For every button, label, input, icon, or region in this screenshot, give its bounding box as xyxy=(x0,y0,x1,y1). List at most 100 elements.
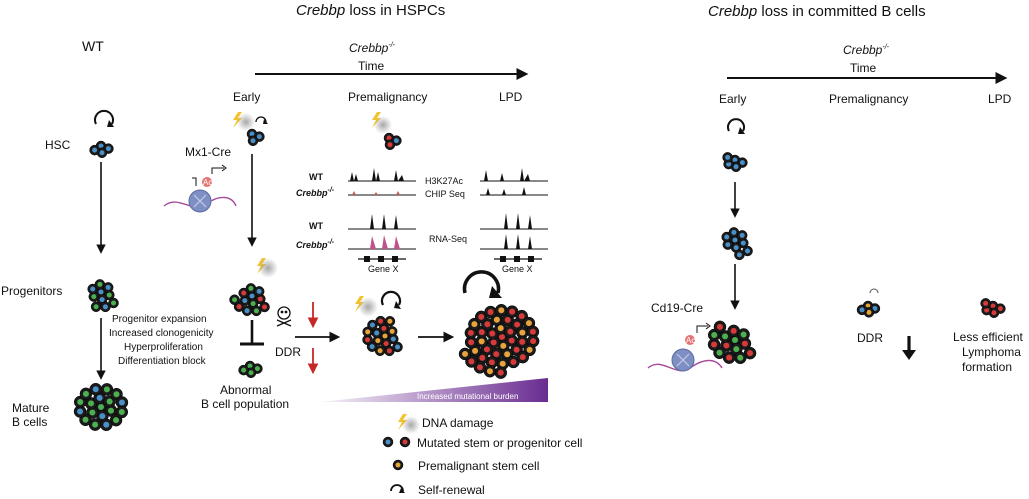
cell-nucleus xyxy=(730,327,737,334)
cell-nucleus xyxy=(991,310,997,316)
cell-nucleus xyxy=(739,160,745,166)
bcell-ddr-arrow-head xyxy=(902,350,916,360)
cell-nucleus xyxy=(479,354,486,361)
cell-nucleus xyxy=(519,329,526,336)
mx1-cre-label: Mx1-Cre xyxy=(185,145,232,159)
cell-nucleus xyxy=(250,138,256,144)
cell-nucleus xyxy=(726,161,732,167)
cell-nucleus xyxy=(747,350,754,357)
chip-method-label: CHIP Seq xyxy=(425,189,465,199)
cell-nucleus xyxy=(241,290,247,296)
hspc-stage-early: Early xyxy=(233,90,261,104)
cell-nucleus xyxy=(739,232,745,238)
bcell-premalignant-cluster xyxy=(856,300,881,318)
cell-nucleus xyxy=(98,289,104,295)
cell-nucleus xyxy=(77,398,84,405)
bcell-genotype: Crebbp-/- xyxy=(843,43,889,57)
cell-nucleus xyxy=(468,339,475,346)
cell-nucleus xyxy=(98,143,104,149)
cell-nucleus xyxy=(113,417,120,424)
cell-nucleus xyxy=(90,286,96,292)
cell-nucleus xyxy=(113,391,120,398)
self-renewal-icon xyxy=(727,118,745,134)
mature-label-1: Mature xyxy=(12,401,50,415)
nucleosome-icon xyxy=(647,322,723,372)
cell-nucleus xyxy=(519,338,526,345)
gene-model xyxy=(358,256,542,262)
cell-nucleus xyxy=(732,157,738,163)
cell-nucleus xyxy=(232,297,238,303)
cell-nucleus xyxy=(478,313,485,320)
outcome-line-2: Lymphoma xyxy=(962,345,1021,359)
cell-nucleus xyxy=(529,328,536,335)
cell-nucleus xyxy=(103,421,110,428)
cell-nucleus xyxy=(257,296,263,302)
bcell-late-cluster xyxy=(707,320,757,365)
cell-nucleus xyxy=(462,350,469,357)
outcome-line-3: formation xyxy=(962,360,1013,374)
cell-nucleus xyxy=(82,416,89,423)
cell-nucleus xyxy=(374,330,380,336)
cell-nucleus xyxy=(244,308,250,314)
cell-nucleus xyxy=(256,134,262,140)
chip-mark-label: H3K27Ac xyxy=(425,176,464,186)
cell-nucleus xyxy=(530,338,537,345)
rna-seq-tracks xyxy=(348,213,548,250)
cell-nucleus xyxy=(478,338,485,345)
cell-nucleus xyxy=(732,337,738,343)
cell-nucleus xyxy=(97,281,103,287)
cell-nucleus xyxy=(262,304,268,310)
hspc-title: Crebbp loss in HSPCs xyxy=(296,2,446,19)
cell-nucleus xyxy=(92,386,99,393)
cell-nucleus xyxy=(88,400,95,407)
cell-nucleus xyxy=(504,316,511,323)
cell-nucleus xyxy=(872,305,878,311)
cell-nucleus xyxy=(740,240,746,246)
cell-nucleus xyxy=(725,154,731,160)
legend-self-renewal: Self-renewal xyxy=(418,483,485,497)
cell-nucleus xyxy=(732,237,738,243)
damage-cloud xyxy=(358,297,378,317)
cell-nucleus xyxy=(387,318,393,324)
progenitor-cluster xyxy=(87,279,119,313)
cell-nucleus xyxy=(99,150,105,156)
cell-nucleus xyxy=(723,342,730,349)
mature-b-cell-cluster xyxy=(73,382,129,432)
bcell-stage-early: Early xyxy=(719,92,747,106)
cell-nucleus xyxy=(102,304,108,310)
skull-icon xyxy=(276,306,292,327)
cell-nucleus xyxy=(253,308,259,314)
cell-nucleus xyxy=(106,398,113,405)
cell-nucleus xyxy=(488,359,495,366)
cell-nucleus xyxy=(118,409,125,416)
cell-nucleus xyxy=(82,390,89,397)
cell-nucleus xyxy=(489,330,496,337)
cell-nucleus xyxy=(105,146,111,152)
phenotype-1: Progenitor expansion xyxy=(112,314,207,325)
cell-nucleus xyxy=(111,300,117,306)
premalignancy-early-cluster xyxy=(383,132,402,150)
bcell-time-label: Time xyxy=(850,61,877,75)
hspc-stage-premalignancy: Premalignancy xyxy=(348,90,428,104)
hspc-stage-lpd: LPD xyxy=(499,90,523,104)
hspc-early-cluster xyxy=(246,128,265,146)
cell-nucleus xyxy=(525,320,532,327)
cell-nucleus xyxy=(733,346,740,353)
phenotype-3: Hyperproliferation xyxy=(124,342,203,353)
cell-nucleus xyxy=(716,349,723,356)
cell-nucleus xyxy=(493,351,500,358)
cell-nucleus xyxy=(254,366,260,372)
cell-nucleus xyxy=(498,307,505,314)
cell-nucleus xyxy=(248,370,254,376)
cell-nucleus xyxy=(726,354,733,361)
cell-nucleus xyxy=(859,307,865,313)
cell-nucleus xyxy=(389,328,395,334)
cell-nucleus xyxy=(519,354,526,361)
cell-nucleus xyxy=(468,358,475,365)
chip-ko-label: Crebbp-/- xyxy=(296,187,335,198)
lightning-icon xyxy=(398,414,407,430)
bcell-title: Crebbp loss in committed B cells xyxy=(708,3,926,20)
cell-nucleus xyxy=(383,341,389,347)
cell-nucleus xyxy=(736,252,742,258)
